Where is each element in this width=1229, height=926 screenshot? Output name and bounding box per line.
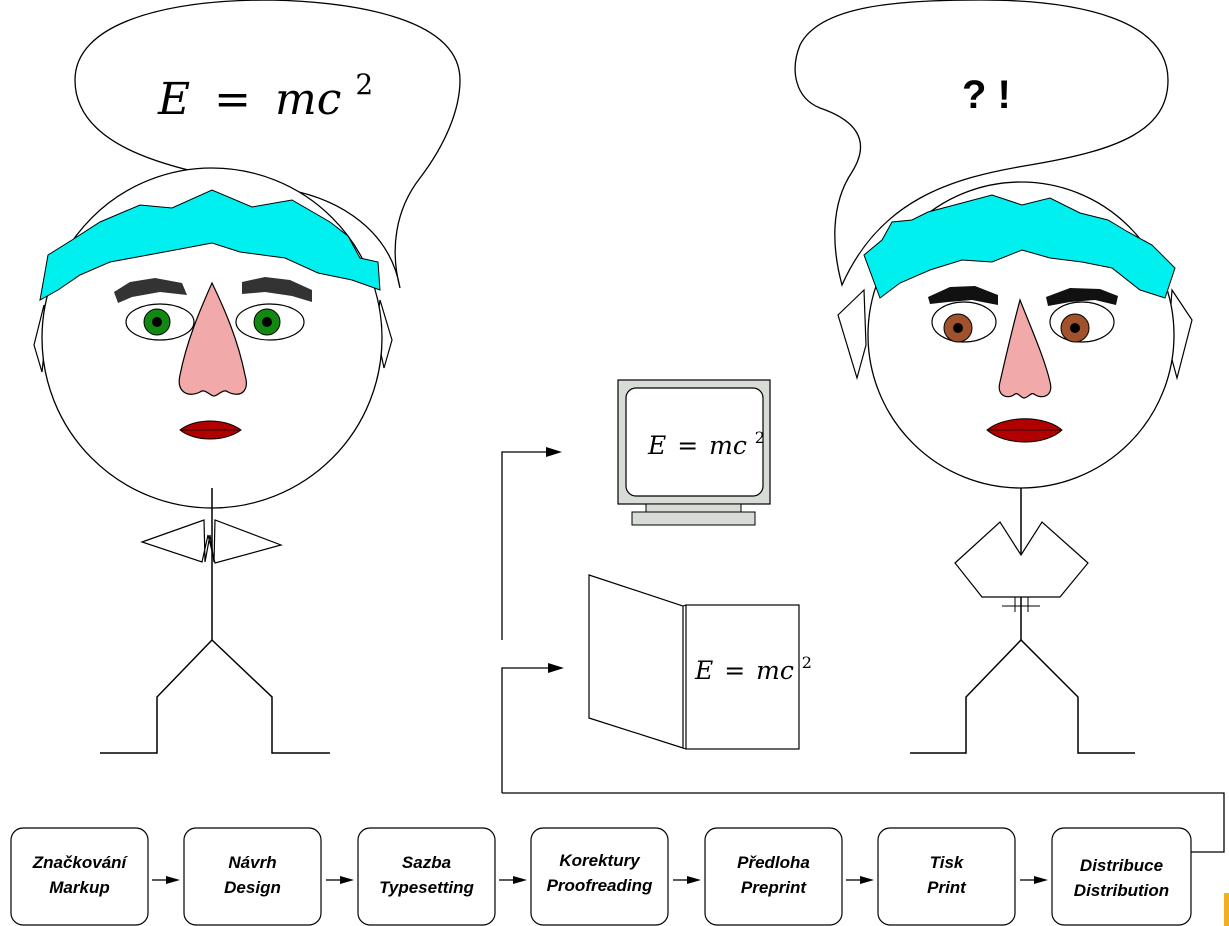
monitor: E = mc 2 bbox=[617, 379, 771, 526]
monitor-formula: E = mc 2 bbox=[647, 428, 765, 460]
left-person-right-eyebrow bbox=[242, 277, 312, 302]
monitor-arrow-head bbox=[546, 447, 562, 457]
monitor-screen bbox=[625, 387, 764, 497]
left-bubble-formula: E = mc 2 bbox=[157, 68, 373, 125]
left-bubble-formula-rhs: mc bbox=[275, 74, 341, 125]
right-person-left-pupil bbox=[953, 323, 963, 333]
left-bubble-formula-lhs: E bbox=[157, 74, 190, 125]
left-person-legs bbox=[100, 638, 330, 754]
step-line2: Preprint bbox=[741, 878, 808, 897]
book-left-page bbox=[588, 574, 684, 749]
step-distribution: Distribuce Distribution bbox=[1051, 827, 1192, 926]
book-right-page bbox=[685, 604, 800, 750]
right-person-legs bbox=[910, 638, 1135, 754]
step-line1: Sazba bbox=[402, 853, 451, 872]
book-formula: E = mc 2 bbox=[694, 653, 812, 685]
right-person-hair bbox=[863, 194, 1176, 299]
book-arrow-line bbox=[501, 667, 550, 793]
connectors bbox=[501, 447, 1225, 853]
right-person: ? ! bbox=[794, 0, 1193, 754]
left-bubble-formula-exp: 2 bbox=[355, 68, 373, 101]
left-person-hair bbox=[39, 189, 381, 301]
step-line2: Proofreading bbox=[547, 876, 653, 895]
left-person-right-pupil bbox=[262, 317, 272, 327]
monitor-arrow-line bbox=[501, 451, 548, 640]
step-line2: Typesetting bbox=[379, 878, 474, 897]
step-line2: Markup bbox=[49, 878, 109, 897]
step-line1: Předloha bbox=[737, 853, 810, 872]
book-arrow-head bbox=[548, 663, 564, 673]
right-person-nose bbox=[998, 298, 1052, 399]
right-person-left-eyebrow bbox=[928, 286, 998, 305]
step-print: Tisk Print bbox=[877, 827, 1016, 926]
step-line1: Korektury bbox=[559, 851, 641, 870]
left-person: E = mc 2 bbox=[33, 0, 461, 754]
right-speech-bubble bbox=[794, 0, 1169, 287]
pipeline-steps: Značkování Markup Návrh Design Sazba Typ… bbox=[10, 827, 1192, 926]
step-line1: Tisk bbox=[930, 853, 965, 872]
step-preprint: Předloha Preprint bbox=[704, 827, 843, 926]
left-person-nose bbox=[178, 281, 247, 397]
accent-bar bbox=[1224, 893, 1229, 926]
monitor-base bbox=[631, 511, 756, 526]
right-bubble-text: ? ! bbox=[962, 73, 1011, 117]
step-line1: Návrh bbox=[228, 853, 276, 872]
right-person-left-ear bbox=[837, 288, 867, 381]
left-person-left-pupil bbox=[152, 317, 162, 327]
step-line1: Distribuce bbox=[1080, 856, 1163, 875]
step-line2: Design bbox=[224, 878, 281, 897]
right-person-right-eyebrow bbox=[1046, 288, 1118, 306]
step-arrows bbox=[152, 876, 1048, 884]
step-markup: Značkování Markup bbox=[10, 827, 149, 926]
left-person-collar bbox=[140, 519, 283, 564]
step-line2: Print bbox=[927, 878, 967, 897]
right-person-right-pupil bbox=[1070, 323, 1080, 333]
step-design: Návrh Design bbox=[183, 827, 322, 926]
right-person-collar bbox=[954, 521, 1089, 598]
left-bubble-formula-eq: = bbox=[214, 74, 251, 125]
step-line1: Značkování bbox=[32, 853, 129, 872]
distribution-feedback-line bbox=[502, 792, 1225, 853]
step-proofreading: Korektury Proofreading bbox=[530, 827, 669, 926]
book: E = mc 2 bbox=[588, 574, 812, 750]
step-typesetting: Sazba Typesetting bbox=[357, 827, 496, 926]
step-line2: Distribution bbox=[1074, 881, 1169, 900]
left-person-left-eyebrow bbox=[114, 278, 187, 303]
monitor-neck bbox=[645, 503, 742, 513]
